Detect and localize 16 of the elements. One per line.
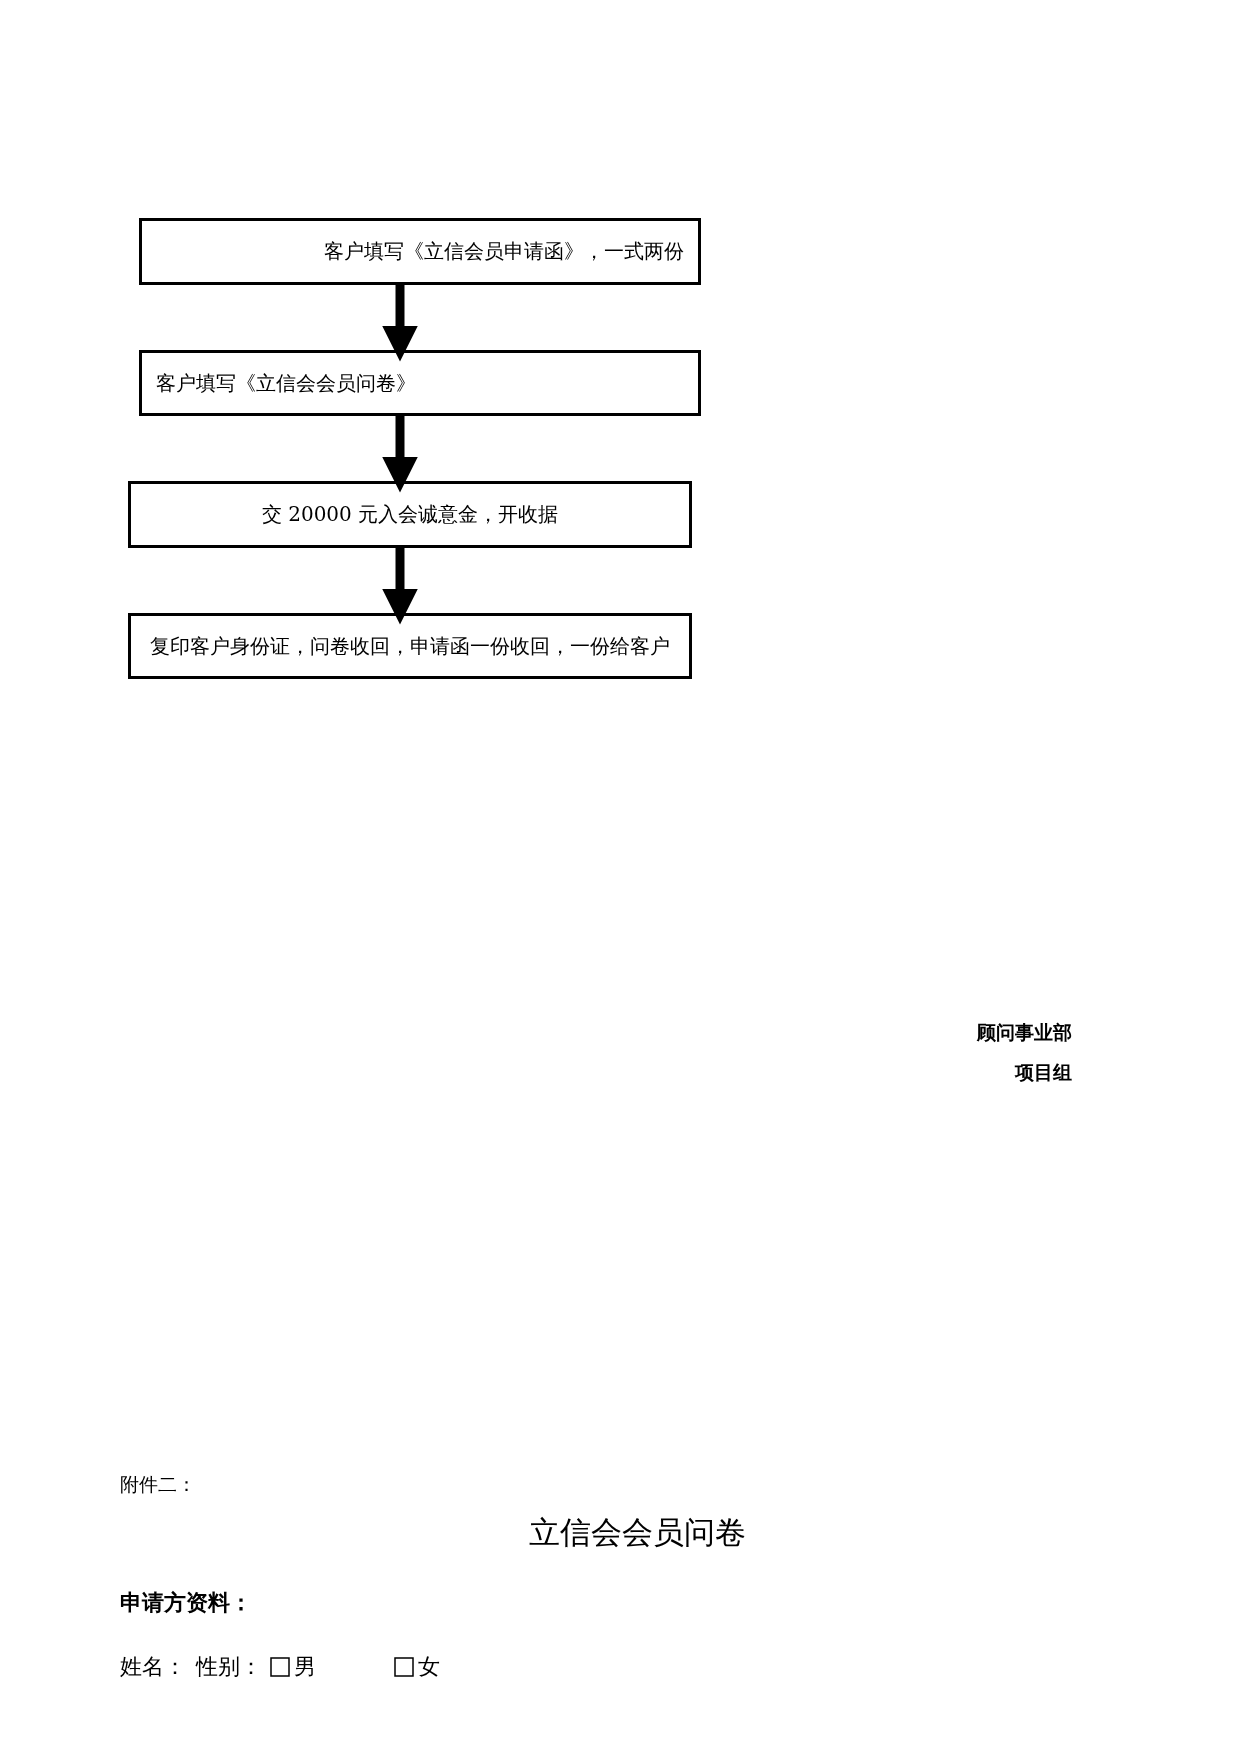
arrow xyxy=(382,416,418,493)
title: 立信会会员问卷 xyxy=(529,1513,747,1552)
process-box: 客户填写《立信会会员问卷》 xyxy=(139,350,701,416)
process-box: 交 20000 元入会诚意金，开收据 xyxy=(128,481,692,548)
process-box: 客户填写《立信会员申请函》，一式两份 xyxy=(139,218,701,285)
field-label: 姓名： xyxy=(120,1653,186,1681)
field-label: 性别： xyxy=(196,1653,262,1681)
option-label: 女 xyxy=(418,1653,440,1681)
group-name: 项目组 xyxy=(1015,1060,1072,1085)
option-label: 男 xyxy=(294,1653,316,1681)
arrow xyxy=(382,548,418,625)
section-heading: 申请方资料： xyxy=(120,1589,252,1617)
process-box: 复印客户身份证，问卷收回，申请函一份收回，一份给客户 xyxy=(128,613,692,679)
arrow xyxy=(382,285,418,362)
department-name: 顾问事业部 xyxy=(977,1020,1072,1045)
attachment-label: 附件二： xyxy=(120,1472,196,1497)
